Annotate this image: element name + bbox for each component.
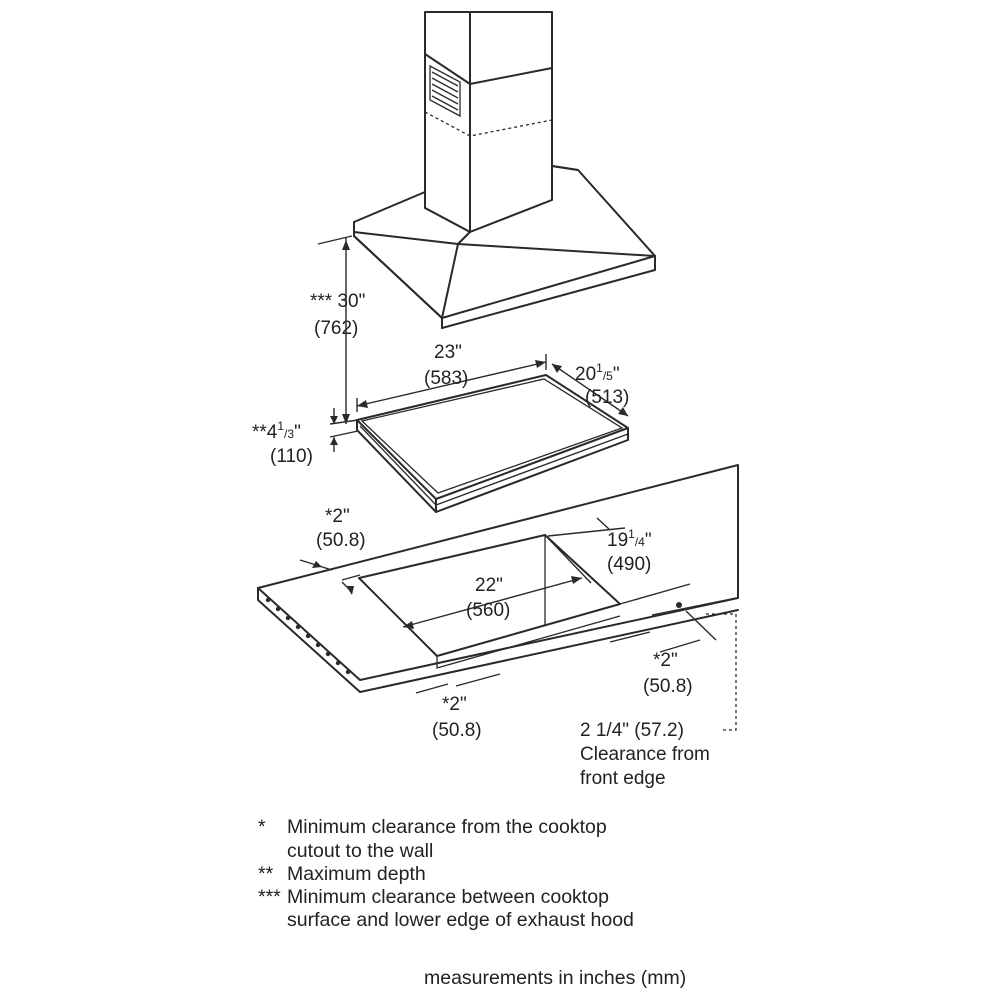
chimney-hidden-edge	[424, 111, 553, 137]
chimney-seam	[424, 53, 553, 85]
side-clearance-right-mm: (50.8)	[643, 676, 693, 697]
side-clearance-left-mm: (50.8)	[432, 720, 482, 741]
vent-grille	[429, 64, 461, 118]
cooktop-width-mm: (583)	[424, 368, 468, 389]
units-note: measurements in inches (mm)	[424, 967, 686, 989]
note-3-line1: Minimum clearance between cooktop	[287, 886, 609, 908]
canopy-corner-line	[441, 243, 459, 319]
side-clearance-left-label: *2"	[442, 694, 467, 715]
countertop-surface	[257, 464, 739, 681]
countertop-edge-texture	[265, 597, 351, 675]
footnotes: * Minimum clearance from the cooktop cut…	[258, 816, 686, 989]
exhaust-hood	[353, 11, 656, 329]
cutout-width-mm: (560)	[466, 600, 510, 621]
cooktop	[356, 374, 629, 513]
note-3-mark: ***	[258, 886, 281, 908]
cutout-depth-label: 191/4"	[607, 527, 652, 551]
note-3-line2: surface and lower edge of exhaust hood	[287, 909, 634, 931]
wall-clearance-mm: (50.8)	[316, 530, 366, 551]
note-2-line1: Maximum depth	[287, 863, 426, 885]
countertop	[257, 464, 739, 693]
hood-height-label: *** 30"	[310, 291, 365, 312]
cooktop-width-label: 23"	[434, 342, 462, 363]
side-clearance-right-label: *2"	[653, 650, 678, 671]
dimension-labels: *** 30" (762) 23" (583) 201/5" (513) **4…	[252, 291, 710, 789]
cutout-width-label: 22"	[475, 575, 503, 596]
cooktop-thickness-mm: (110)	[270, 446, 313, 467]
cooktop-thickness-label: **41/3"	[252, 419, 301, 443]
countertop-edge	[257, 587, 739, 693]
chimney-side	[424, 11, 471, 233]
note-2-mark: **	[258, 863, 274, 885]
dimension-lines	[299, 235, 737, 731]
front-edge-clearance-value: 2 1/4" (57.2)	[580, 720, 684, 741]
cooktop-depth-label: 201/5"	[575, 361, 620, 385]
front-edge-clearance-line2: front edge	[580, 768, 666, 789]
cooktop-depth-mm: (513)	[585, 387, 629, 408]
note-1-mark: *	[258, 816, 266, 838]
note-1-line2: cutout to the wall	[287, 840, 433, 862]
cutout-depth-mm: (490)	[607, 554, 651, 575]
note-1-line1: Minimum clearance from the cooktop	[287, 816, 607, 838]
front-edge-clearance-line1: Clearance from	[580, 744, 710, 765]
wall-clearance-label: *2"	[325, 506, 350, 527]
hood-height-mm: (762)	[314, 318, 358, 339]
canopy-front-edge	[441, 255, 656, 329]
